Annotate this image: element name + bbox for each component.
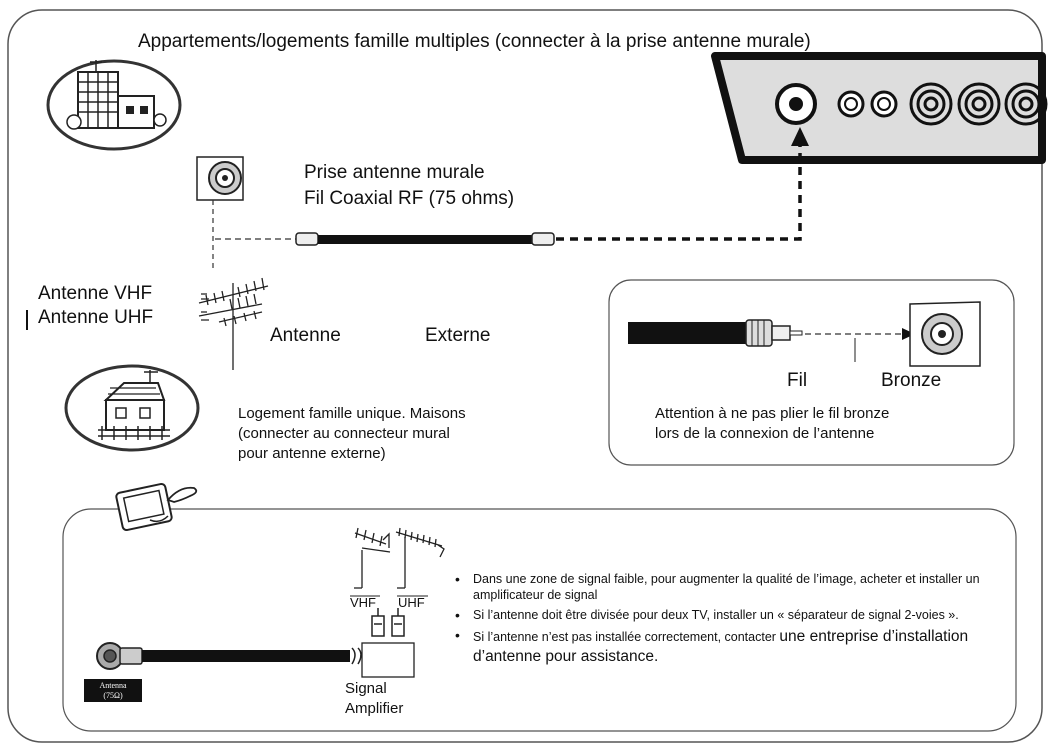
amplifier-cable	[142, 650, 350, 662]
wall-jack-icon	[909, 301, 981, 367]
externe-word-label: Externe	[425, 325, 491, 346]
tip-text-2: Si l’antenne doit être divisée pour deux…	[473, 608, 959, 622]
signal-amplifier-box	[361, 642, 415, 678]
tips-list: Dans une zone de signal faible, pour aug…	[455, 571, 1025, 671]
antenna-plate-line-1: Antenna	[99, 681, 127, 690]
tip-item: Si l’antenne doit être divisée pour deux…	[455, 607, 1025, 623]
antenna-jack-icon	[96, 642, 143, 670]
wall-outlet-icon	[196, 156, 244, 201]
coax-cable-label: Fil Coaxial RF (75 ohms)	[304, 188, 515, 209]
house-caption-line-3: pour antenne externe)	[238, 445, 386, 462]
bronze-label: Bronze	[881, 370, 942, 391]
wall-outlet-label: Prise antenne murale	[304, 162, 485, 183]
uhf-antenna-icon	[395, 527, 445, 589]
apartment-building-icon	[46, 59, 182, 151]
tip-text-3a: Si l’antenne n’est pas installée correct…	[473, 630, 780, 644]
pointing-hand-icon	[115, 482, 198, 532]
fil-label: Fil	[787, 370, 808, 391]
tip-item: Dans une zone de signal faible, pour aug…	[455, 571, 1025, 603]
antenna-word-label: Antenne	[270, 325, 341, 346]
coaxial-cable-icon	[295, 232, 555, 246]
page-title: Appartements/logements famille multiples…	[138, 31, 811, 52]
balun-connectors-icon	[371, 608, 405, 637]
label-marker	[26, 310, 28, 330]
tip-text-3b: une entreprise d’installation d’antenne …	[473, 628, 969, 665]
amplifier-label-line-2: Amplifier	[345, 700, 404, 717]
inset-caption-line-2: lors de la connexion de l’antenne	[655, 425, 875, 442]
house-caption-line-1: Logement famille unique. Maisons	[238, 405, 466, 422]
tip-text-1: Dans une zone de signal faible, pour aug…	[473, 572, 980, 602]
house-icon	[64, 364, 200, 452]
outdoor-antenna-icon	[198, 277, 269, 370]
cable-end-squiggle	[351, 647, 362, 665]
tv-rear-panel	[711, 52, 1048, 164]
inset-panel	[608, 279, 1015, 466]
uhf-antenna-label: Antenne UHF	[38, 307, 154, 328]
inset-caption-line-1: Attention à ne pas plier le fil bronze	[655, 405, 890, 422]
tip-item: Si l’antenne n’est pas installée correct…	[455, 627, 1025, 667]
arrow-right-icon	[902, 328, 915, 340]
antenna-plate: Antenna (75Ω)	[84, 679, 142, 702]
arrow-up-icon	[791, 127, 809, 146]
vhf-antenna-label: Antenne VHF	[38, 283, 153, 304]
house-caption-line-2: (connecter au connecteur mural	[238, 425, 450, 442]
amplifier-label-line-1: Signal	[345, 680, 387, 697]
vhf-label: VHF	[350, 595, 376, 610]
uhf-label: UHF	[398, 595, 425, 610]
antenna-plate-line-2: (75Ω)	[103, 691, 123, 700]
cable-end-icon	[628, 319, 803, 347]
vhf-antenna-icon	[354, 527, 391, 589]
outer-frame	[7, 9, 1043, 743]
dashed-route-to-tv	[556, 142, 802, 241]
